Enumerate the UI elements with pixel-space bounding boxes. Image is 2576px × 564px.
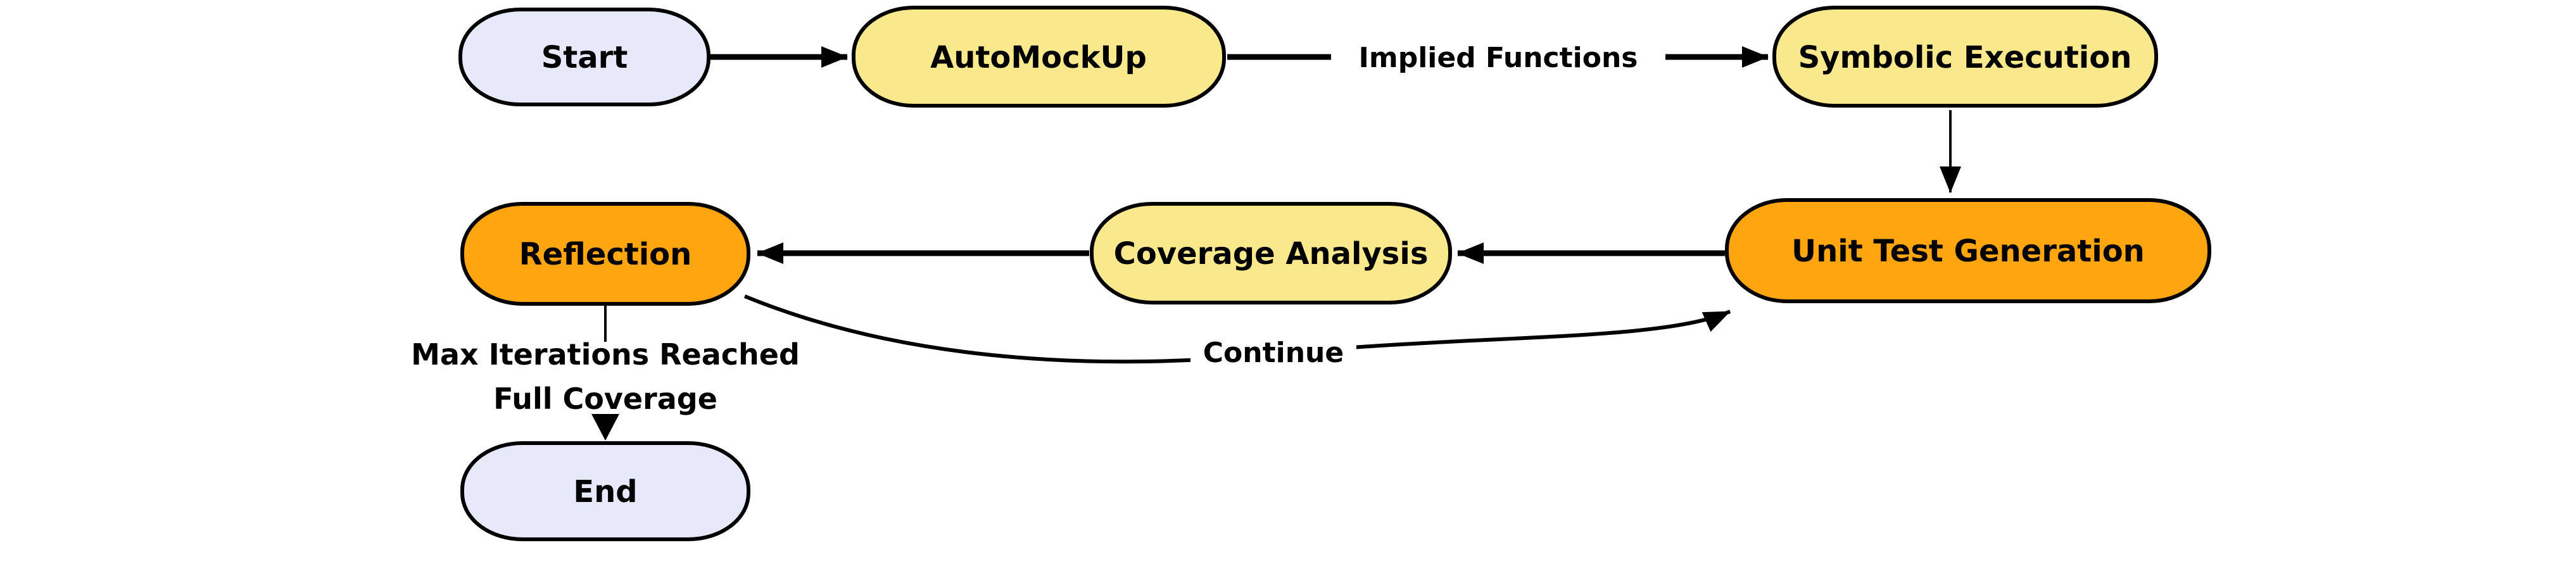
continue-label-bg: [1190, 333, 1356, 371]
node-unit-test-generation: Unit Test Generation: [1725, 198, 2211, 303]
edge-labels-layer: Implied Functions Continue Max Iteration…: [411, 35, 1665, 416]
edge-reflection-to-end-arrowhead: [591, 414, 619, 441]
coverage-analysis-shape: [1090, 202, 1452, 304]
unit-test-generation-label: Unit Test Generation: [1791, 234, 2145, 269]
edge-label-full-coverage: Full Coverage: [493, 382, 717, 416]
unit-test-generation-shape: [1725, 198, 2211, 303]
implied-functions-label-bg: [1331, 35, 1665, 77]
node-start: Start: [458, 8, 710, 106]
automockup-label: AutoMockUp: [930, 40, 1147, 75]
reflection-shape: [460, 202, 750, 306]
automockup-shape: [852, 6, 1226, 108]
coverage-analysis-label: Coverage Analysis: [1114, 236, 1429, 272]
symbolic-execution-label: Symbolic Execution: [1798, 40, 2132, 75]
nodes-layer: Start AutoMockUp Symbolic Execution Unit…: [458, 6, 2211, 541]
end-label: End: [573, 474, 637, 510]
node-symbolic-execution: Symbolic Execution: [1772, 6, 2158, 108]
start-label: Start: [541, 40, 628, 75]
node-automockup: AutoMockUp: [852, 6, 1226, 108]
edge-label-continue: Continue: [1203, 337, 1344, 369]
node-coverage-analysis: Coverage Analysis: [1090, 202, 1452, 304]
node-end: End: [460, 441, 750, 541]
start-shape: [458, 8, 710, 106]
node-reflection: Reflection: [460, 202, 750, 306]
edge-label-max-iterations-reached: Max Iterations Reached: [411, 337, 800, 372]
edge-label-implied-functions: Implied Functions: [1359, 42, 1638, 74]
symbolic-execution-shape: [1772, 6, 2158, 108]
end-shape: [460, 441, 750, 541]
reflection-label: Reflection: [519, 237, 692, 272]
